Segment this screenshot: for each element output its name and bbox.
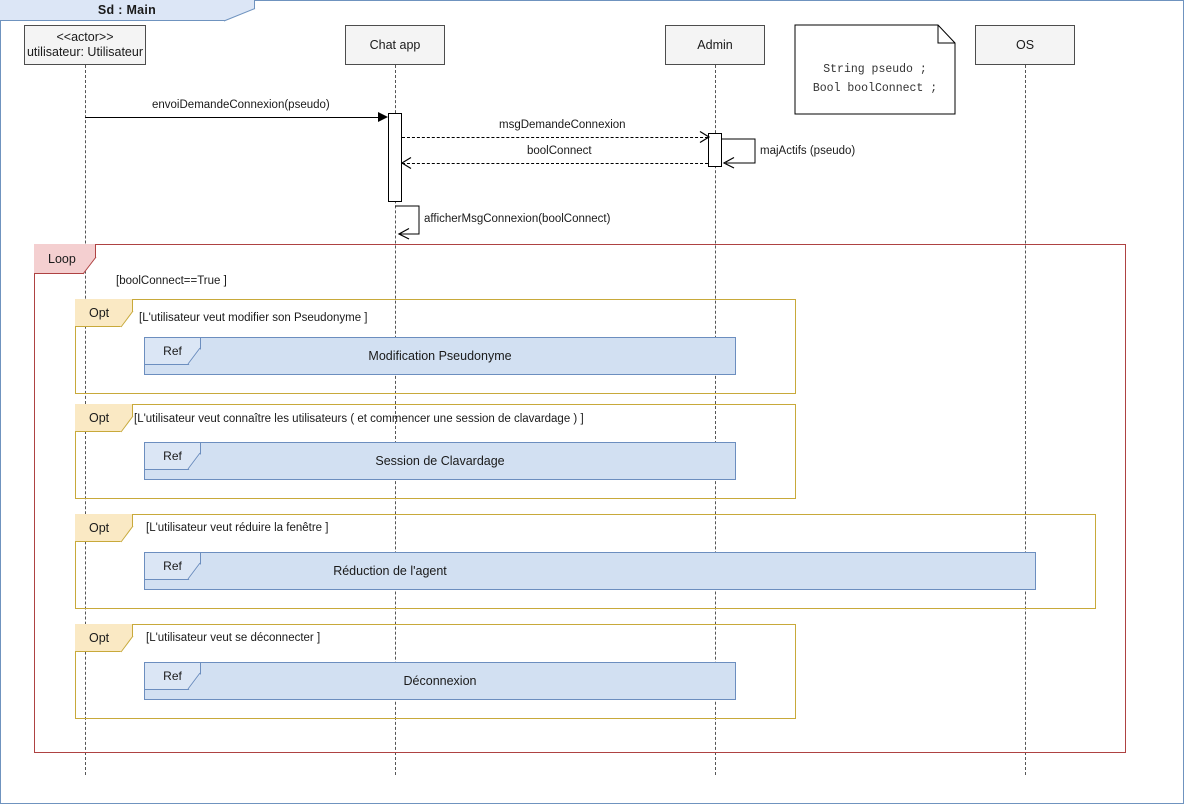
ref-box-label-4: Déconnexion [403, 674, 477, 688]
lifeline-os [1025, 65, 1026, 775]
ref-box-deconnexion[interactable]: Déconnexion Ref [144, 662, 736, 700]
fragment-opt-3-operator: Opt [89, 520, 110, 535]
message-label-msgdemandeconnexion: msgDemandeConnexion [499, 119, 626, 131]
ref-box-modification-pseudonyme[interactable]: Modification Pseudonyme Ref [144, 337, 736, 375]
fragment-opt-1-guard: [L'utilisateur veut modifier son Pseudon… [139, 312, 368, 324]
ref-box-reduction-de-l-agent[interactable]: Réduction de l'agent Ref [144, 552, 1036, 590]
message-label-envoidemandeconnexion: envoiDemandeConnexion(pseudo) [152, 99, 330, 111]
fragment-opt-4-operator: Opt [89, 630, 110, 645]
fragment-loop-operator: Loop [48, 251, 76, 266]
note-line-1: String pseudo ; [823, 63, 927, 76]
ref-box-label-2: Session de Clavardage [375, 454, 505, 468]
lifeline-label-utilisateur: utilisateur: Utilisateur [26, 45, 143, 59]
diagram-title-tab: Sd : Main [0, 0, 255, 21]
fragment-opt-3 [75, 514, 1096, 609]
ref-box-label-1: Modification Pseudonyme [368, 349, 512, 363]
lifeline-head-utilisateur[interactable]: <<actor>> utilisateur: Utilisateur [24, 25, 146, 65]
fragment-opt-4-guard: [L'utilisateur veut se déconnecter ] [146, 632, 321, 644]
ref-tab-text-3: Ref [163, 559, 182, 573]
message-line-msgdemandeconnexion [402, 137, 708, 138]
fragment-loop-tab: Loop [34, 244, 96, 274]
lifeline-admin [715, 65, 716, 775]
lifeline-head-os[interactable]: OS [975, 25, 1075, 65]
fragment-opt-2 [75, 404, 796, 499]
message-line-boolconnect [402, 163, 708, 164]
ref-tab-text-2: Ref [163, 449, 182, 463]
note-variables: String pseudo ; Bool boolConnect ; [795, 25, 955, 114]
lifeline-label-admin: Admin [697, 37, 733, 52]
lifeline-head-chatapp[interactable]: Chat app [345, 25, 445, 65]
note-line-2: Bool boolConnect ; [812, 82, 938, 95]
fragment-opt-3-guard: [L'utilisateur veut réduire la fenêtre ] [146, 522, 329, 534]
lifeline-label-os: OS [1015, 37, 1035, 52]
fragment-loop [34, 244, 1126, 753]
fragment-opt-1 [75, 299, 796, 394]
lifeline-chatapp [395, 65, 396, 775]
ref-box-session-de-clavardage[interactable]: Session de Clavardage Ref [144, 442, 736, 480]
fragment-opt-2-operator: Opt [89, 410, 110, 425]
fragment-opt-4 [75, 624, 796, 719]
ref-box-label-3: Réduction de l'agent [333, 564, 447, 578]
activation-admin [708, 133, 722, 167]
fragment-loop-guard: [boolConnect==True ] [116, 275, 227, 287]
diagram-title: Sd : Main [97, 3, 157, 17]
message-label-affichermsgconnexion: afficherMsgConnexion(boolConnect) [424, 213, 611, 225]
fragment-opt-2-guard: [L'utilisateur veut connaître les utilis… [134, 413, 584, 425]
ref-tab-text-4: Ref [163, 669, 182, 683]
ref-tab-text-1: Ref [163, 344, 182, 358]
actor-stereotype: <<actor>> [56, 30, 114, 44]
message-line-envoidemandeconnexion [85, 117, 378, 118]
message-label-boolconnect: boolConnect [527, 145, 592, 157]
lifeline-label-chatapp: Chat app [369, 37, 421, 52]
fragment-opt-1-operator: Opt [89, 305, 110, 320]
lifeline-head-admin[interactable]: Admin [665, 25, 765, 65]
message-label-majactifs: majActifs (pseudo) [760, 145, 856, 157]
message-arrowhead-envoidemandeconnexion [378, 112, 388, 122]
activation-chatapp [388, 113, 402, 202]
